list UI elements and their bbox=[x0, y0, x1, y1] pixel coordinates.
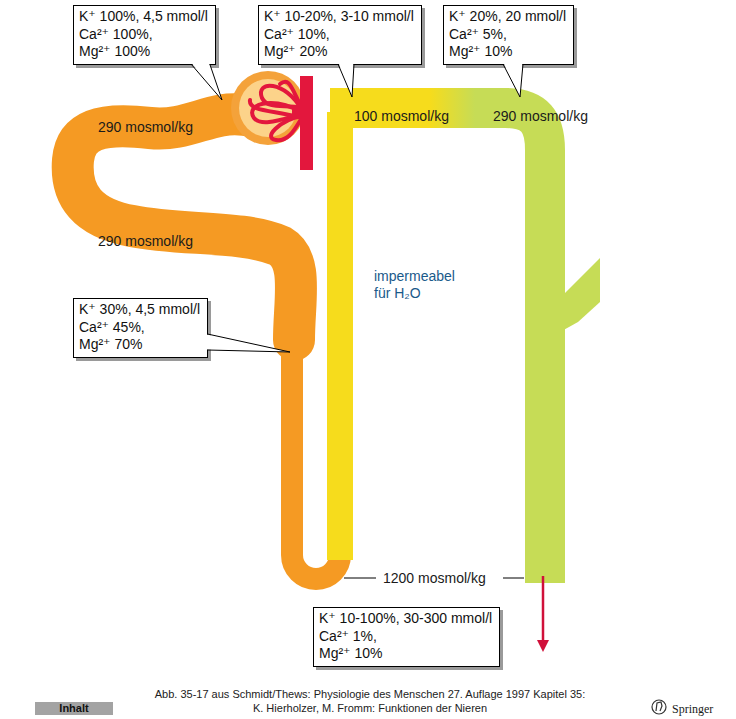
ion-value: K⁺ 100%, 4,5 mmol/l bbox=[79, 8, 208, 26]
callout-box: K⁺ 10-20%, 3-10 mmol/lCa²⁺ 10%,Mg²⁺ 20% bbox=[258, 5, 422, 65]
ion-value: Mg²⁺ 100% bbox=[79, 43, 208, 61]
publisher-name: Springer bbox=[672, 702, 713, 716]
callout-box: K⁺ 30%, 4,5 mmol/lCa²⁺ 45%,Mg²⁺ 70% bbox=[73, 298, 208, 358]
osmolality-label: 100 mosmol/kg bbox=[354, 108, 449, 125]
ion-value: K⁺ 20%, 20 mmol/l bbox=[449, 8, 566, 26]
permeability-note: impermeabel für H₂O bbox=[374, 268, 466, 302]
osmolality-label: 1200 mosmol/kg bbox=[380, 570, 489, 587]
ion-value: Mg²⁺ 70% bbox=[79, 336, 200, 354]
callout-pointer-fill bbox=[207, 335, 291, 353]
callout-pointer-outline bbox=[338, 64, 354, 97]
leader-line bbox=[344, 578, 376, 579]
ion-value: K⁺ 10-20%, 3-10 mmol/l bbox=[264, 8, 414, 26]
collecting-duct bbox=[525, 160, 565, 583]
afferent-efferent-vessels bbox=[300, 76, 313, 170]
callout-pointer-fill bbox=[192, 63, 223, 100]
bowman-capsule bbox=[231, 71, 305, 145]
callout-pointer bbox=[207, 334, 291, 352]
callout-pointer-fill bbox=[339, 63, 354, 97]
ion-value: Ca²⁺ 100%, bbox=[79, 26, 208, 44]
outflow-arrow bbox=[542, 576, 545, 642]
publisher-logo bbox=[652, 700, 666, 714]
ion-value: Ca²⁺ 5%, bbox=[449, 26, 566, 44]
proximal-tubule bbox=[73, 114, 296, 340]
osmolality-label: 290 mosmol/kg bbox=[493, 108, 588, 125]
callout-pointer-outline bbox=[191, 64, 222, 100]
osmolality-label: 290 mosmol/kg bbox=[98, 233, 193, 250]
callout-pointer-outline bbox=[503, 64, 523, 97]
figure-caption: Abb. 35-17 aus Schmidt/Thews: Physiologi… bbox=[150, 688, 590, 716]
distal-tubule bbox=[330, 108, 545, 583]
osmolality-label: 290 mosmol/kg bbox=[98, 119, 193, 136]
callout-box: K⁺ 100%, 4,5 mmol/lCa²⁺ 100%,Mg²⁺ 100% bbox=[73, 5, 216, 65]
leader-line bbox=[503, 578, 524, 579]
nav-button: Inhalt bbox=[35, 702, 113, 715]
ion-value: Mg²⁺ 10% bbox=[449, 43, 566, 61]
ion-value: Ca²⁺ 45%, bbox=[79, 319, 200, 337]
callout-box: K⁺ 20%, 20 mmol/lCa²⁺ 5%,Mg²⁺ 10% bbox=[443, 5, 574, 65]
duct-branch bbox=[560, 258, 600, 332]
ion-value: Mg²⁺ 10% bbox=[319, 645, 492, 663]
outflow-arrowhead bbox=[537, 640, 549, 652]
vessel-stem bbox=[292, 105, 304, 119]
callout-pointer bbox=[338, 63, 354, 97]
callout-pointer-fill bbox=[504, 63, 523, 97]
ion-value: Mg²⁺ 20% bbox=[264, 43, 414, 61]
ion-value: Ca²⁺ 1%, bbox=[319, 628, 492, 646]
callout-box: K⁺ 10-100%, 30-300 mmol/lCa²⁺ 1%,Mg²⁺ 10… bbox=[313, 607, 500, 667]
ion-value: K⁺ 10-100%, 30-300 mmol/l bbox=[319, 610, 492, 628]
callout-pointer bbox=[191, 63, 222, 100]
callout-pointer-outline bbox=[208, 334, 291, 352]
publisher-logo-mark bbox=[656, 702, 662, 711]
ascending-limb bbox=[327, 112, 353, 560]
ion-value: K⁺ 30%, 4,5 mmol/l bbox=[79, 301, 200, 319]
callout-pointer bbox=[503, 63, 523, 97]
ion-value: Ca²⁺ 10%, bbox=[264, 26, 414, 44]
